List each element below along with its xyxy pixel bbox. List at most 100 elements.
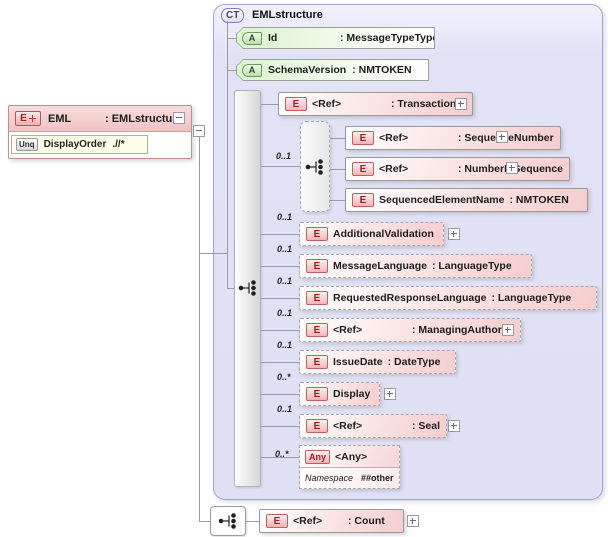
element-name: <Ref> <box>379 163 409 175</box>
attribute-type: : MessageTypeType <box>340 32 439 44</box>
element-icon: E <box>306 323 328 337</box>
namespace-label: Namespace <box>305 473 354 483</box>
element-sequencedelementname[interactable]: E SequencedElementName : NMTOKEN <box>345 188 588 212</box>
element-type: : DateType <box>387 356 441 368</box>
attribute-icon: A <box>242 64 262 77</box>
occurrence-label: 0..1 <box>277 276 293 286</box>
element-count[interactable]: E <Ref> : Count <box>259 509 404 533</box>
connector-line <box>261 104 278 105</box>
element-messagelanguage[interactable]: E MessageLanguage : LanguageType <box>299 254 532 278</box>
collapse-button[interactable] <box>193 125 205 137</box>
connector-line <box>199 253 228 254</box>
attribute-id[interactable]: A Id : MessageTypeType <box>236 27 435 49</box>
element-letter: E <box>20 113 27 124</box>
attribute-icon: A <box>242 32 262 45</box>
element-icon: E <box>266 514 288 528</box>
element-name: MessageLanguage <box>333 260 427 272</box>
occurrence-label: 0..1 <box>276 151 292 161</box>
attribute-schemaversion[interactable]: A SchemaVersion : NMTOKEN <box>236 59 429 81</box>
element-icon: E <box>352 193 374 207</box>
connector-line <box>199 137 200 521</box>
element-name: EML <box>48 112 72 125</box>
sequence-icon <box>305 158 323 175</box>
sequence-icon <box>218 513 236 529</box>
element-name: <Ref> <box>333 420 363 432</box>
element-numberinsequence[interactable]: E <Ref> : NumberInSequence <box>345 157 571 181</box>
element-type: : LanguageType <box>491 292 572 304</box>
element-name: <Ref> <box>312 98 342 110</box>
element-icon: E <box>285 97 307 111</box>
plus-icon <box>28 115 36 122</box>
element-type: : EMLstructure <box>105 112 183 125</box>
element-additionalvalidation[interactable]: E AdditionalValidation <box>299 222 444 246</box>
element-icon: E <box>352 131 374 145</box>
element-type: : Count <box>348 515 385 527</box>
element-transactionid[interactable]: E <Ref> : TransactionId <box>278 92 473 116</box>
connector-line <box>261 298 299 299</box>
element-name: <Any> <box>335 450 368 463</box>
element-eml[interactable]: E EML : EMLstructure Unq DisplayOrder ./… <box>8 105 192 159</box>
element-managingauthority[interactable]: E <Ref> : ManagingAuthority <box>299 318 522 342</box>
expand-button[interactable] <box>502 324 514 336</box>
expand-button[interactable] <box>496 131 508 143</box>
attribute-content: A Id : MessageTypeType <box>237 28 434 48</box>
element-type: : Seal <box>412 420 441 432</box>
eml-title-row: E EML : EMLstructure <box>9 106 191 132</box>
expand-button[interactable] <box>448 228 460 240</box>
unique-icon: Unq <box>16 138 38 151</box>
element-any[interactable]: Any <Any> Namespace ##other <box>299 445 400 489</box>
sequence-group[interactable] <box>300 121 330 212</box>
connector-line <box>227 38 238 39</box>
connector-line <box>227 70 238 71</box>
connector-line <box>261 234 299 235</box>
element-icon: E <box>306 291 328 305</box>
attribute-content: A SchemaVersion : NMTOKEN <box>237 60 428 80</box>
namespace-value: ##other <box>361 473 394 483</box>
collapse-button[interactable] <box>173 112 185 124</box>
element-sequencenumber[interactable]: E <Ref> : SequenceNumber <box>345 126 561 150</box>
occurrence-label: 0..1 <box>277 244 293 254</box>
sequence-compositor[interactable] <box>210 506 246 536</box>
attribute-name: Id <box>268 32 278 44</box>
element-type: : LanguageType <box>431 260 512 272</box>
expand-button[interactable] <box>506 162 518 174</box>
element-name: <Ref> <box>293 515 323 527</box>
any-namespace-row: Namespace ##other <box>300 468 399 488</box>
element-name: Display <box>333 388 371 400</box>
element-seal[interactable]: E <Ref> : Seal <box>299 414 448 438</box>
expand-button[interactable] <box>455 98 467 110</box>
element-type: : ManagingAuthority <box>412 324 515 336</box>
unique-constraint[interactable]: Unq DisplayOrder .//* <box>11 135 148 154</box>
element-type: : TransactionId <box>391 98 466 110</box>
complex-type-badge[interactable]: CT <box>221 8 245 23</box>
expand-button[interactable] <box>384 388 396 400</box>
element-icon: E <box>306 355 328 369</box>
element-icon: E <box>306 387 328 401</box>
connector-line <box>261 166 300 167</box>
occurrence-label: 0..1 <box>277 212 293 222</box>
sequence-icon <box>238 279 258 297</box>
connector-line <box>246 521 259 522</box>
attribute-name: SchemaVersion <box>268 64 347 76</box>
connector-line <box>261 362 299 363</box>
connector-line <box>330 169 345 170</box>
element-name: <Ref> <box>379 132 409 144</box>
occurrence-label: 0..1 <box>277 340 293 350</box>
unique-name: DisplayOrder <box>43 139 107 150</box>
expand-button[interactable] <box>448 420 460 432</box>
element-type: : NMTOKEN <box>509 194 569 206</box>
element-icon: E <box>306 419 328 433</box>
element-name: RequestedResponseLanguage <box>333 292 487 304</box>
connector-line <box>330 138 345 139</box>
element-issuedate[interactable]: E IssueDate : DateType <box>299 350 456 374</box>
element-name: SequencedElementName <box>379 194 505 206</box>
element-display[interactable]: E Display <box>299 382 380 406</box>
connector-line <box>261 330 299 331</box>
connector-line <box>261 426 299 427</box>
element-plus-icon: E <box>15 111 41 126</box>
element-icon: E <box>306 227 328 241</box>
element-requestedresponselanguage[interactable]: E RequestedResponseLanguage : LanguageTy… <box>299 286 597 310</box>
expand-button[interactable] <box>407 515 419 527</box>
connector-line <box>227 21 228 288</box>
occurrence-label: 0..1 <box>277 404 293 414</box>
